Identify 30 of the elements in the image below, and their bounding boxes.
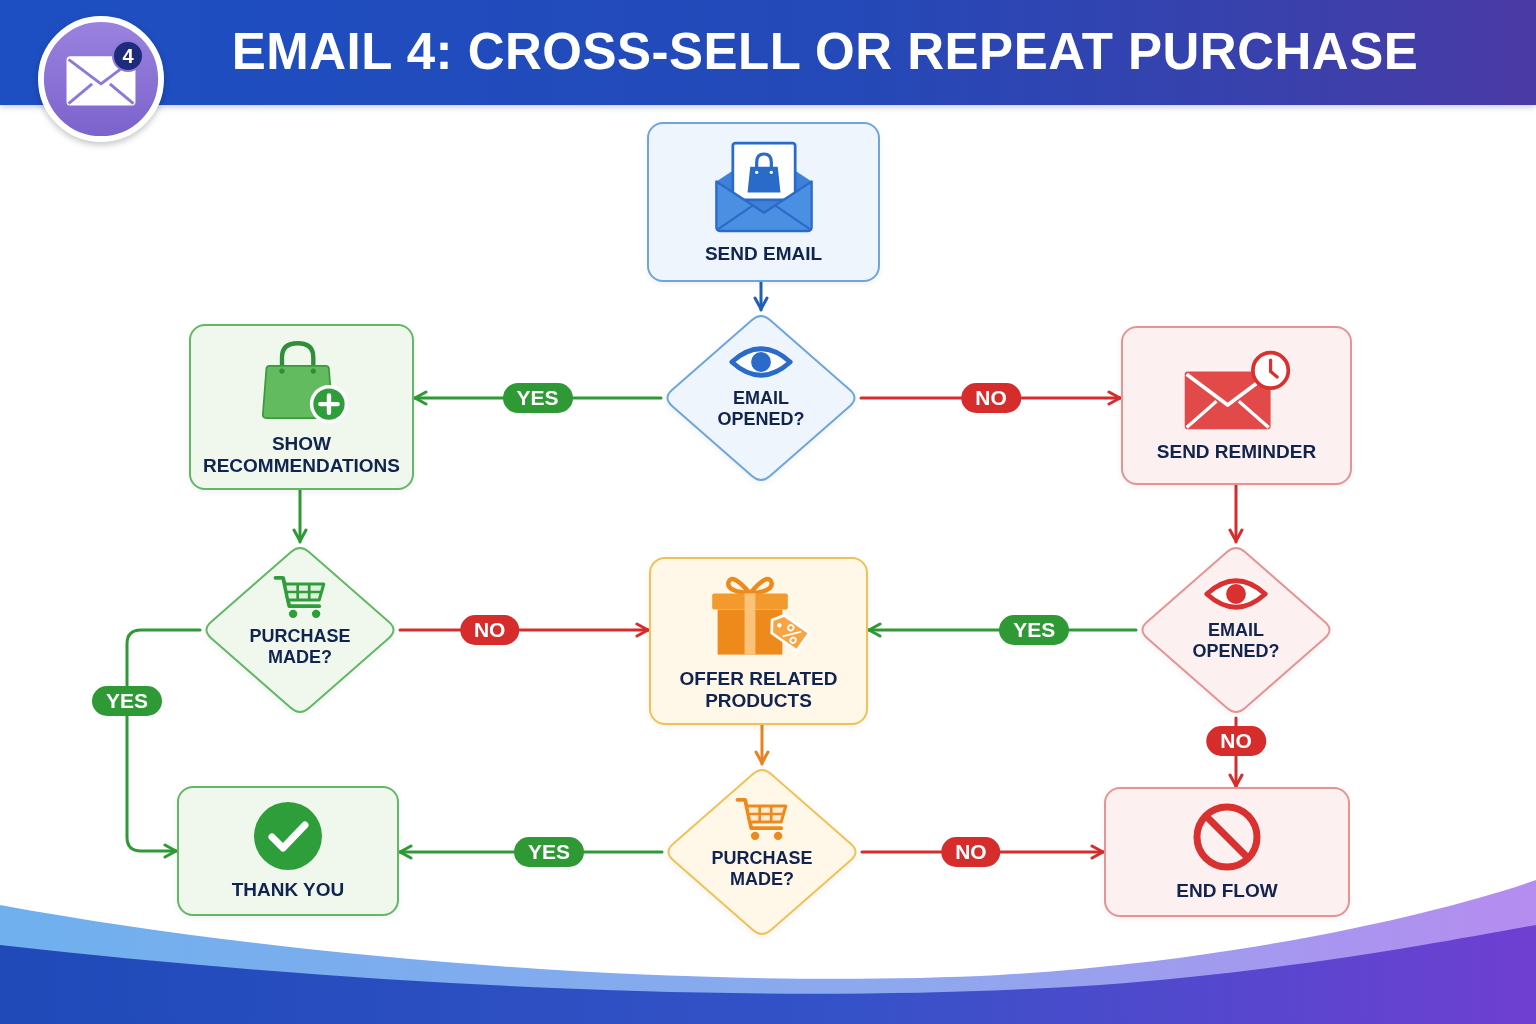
node-label: OFFER RELATED PRODUCTS [678,668,839,712]
process-box [177,786,399,916]
process-box [1104,787,1350,917]
edge-label: NO [941,837,1001,867]
process-box [189,324,414,490]
edge-label: YES [999,615,1070,645]
node-label: END FLOW [1176,880,1278,902]
title: EMAIL 4: CROSS-SELL OR REPEAT PURCHASE [231,24,1419,81]
arrow [292,488,308,544]
edge-label: YES [513,837,584,867]
edge-label: YES [92,685,162,716]
process-box [649,557,868,725]
edge-label: NO [1206,725,1266,756]
edge-label: NO [961,383,1021,413]
node-label: THANK YOU [231,879,345,901]
node-label: PURCHASE MADE? [248,626,352,668]
node-label: EMAIL OPENED? [716,388,806,430]
edge-label: NO [459,615,520,645]
process-box [1121,326,1352,485]
edge-label: YES [502,383,573,413]
node-label: EMAIL OPENED? [1191,620,1281,662]
node-label: SHOW RECOMMENDATIONS [201,432,401,477]
arrow [753,280,769,312]
node-label: PURCHASE MADE? [710,848,814,890]
node-label: SEND REMINDER [1156,440,1317,463]
process-box [647,122,880,282]
arrow [1228,483,1244,544]
arrow [754,723,770,766]
arrow [125,628,202,859]
node-label: SEND EMAIL [704,243,823,265]
